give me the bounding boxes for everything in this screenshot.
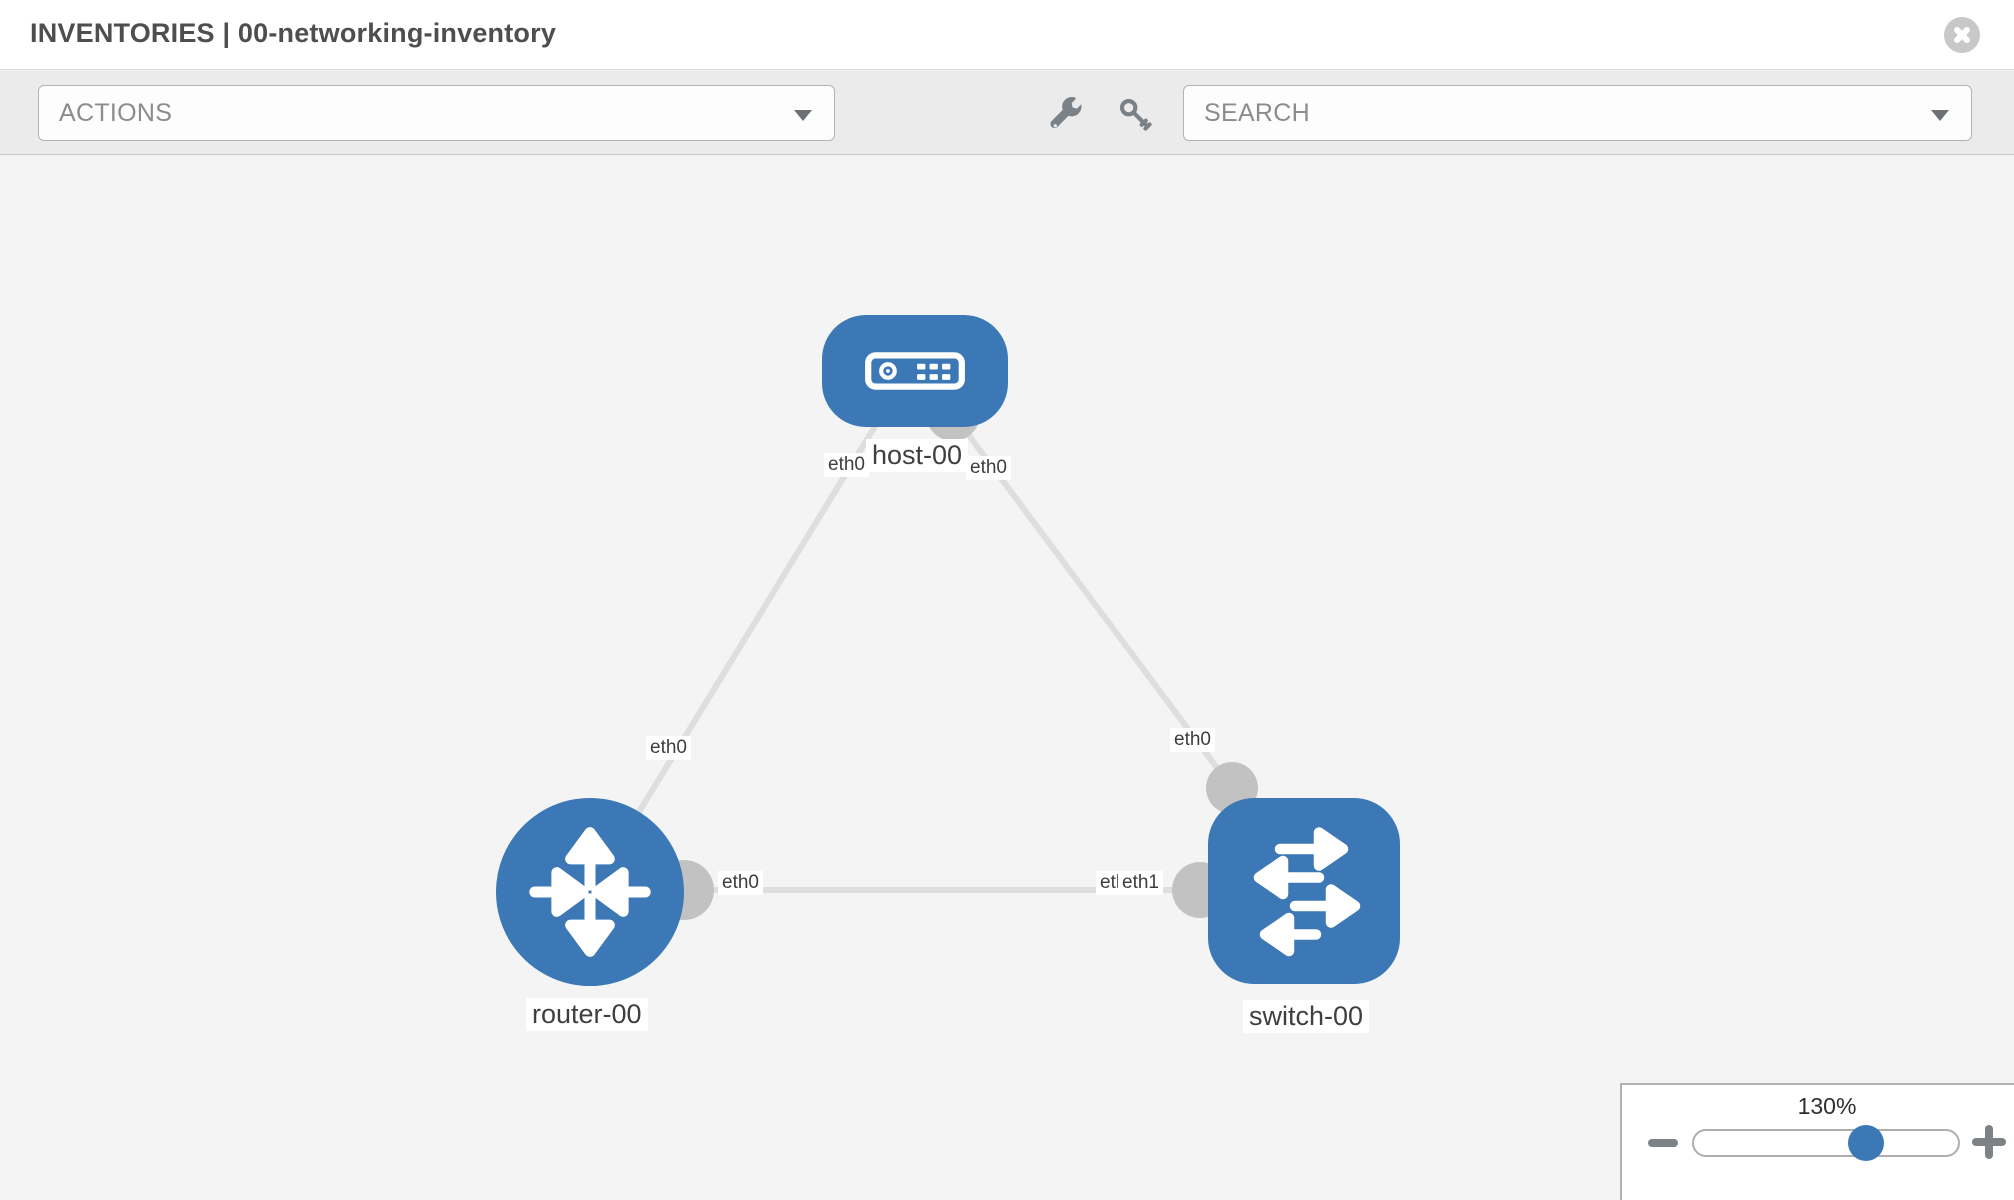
page-title: INVENTORIES | 00-networking-inventory	[30, 18, 557, 48]
zoom-in-button[interactable]	[1972, 1125, 2006, 1159]
interface-label: eth1	[1118, 871, 1163, 895]
router-icon	[529, 827, 651, 957]
interface-label: eth0	[718, 871, 763, 895]
panel-header: INVENTORIES | 00-networking-inventory	[0, 0, 2014, 70]
host-icon	[865, 352, 965, 390]
node-label: router-00	[526, 998, 648, 1031]
zoom-slider[interactable]	[1692, 1125, 1960, 1161]
toolbar: ACTIONS SEARCH	[0, 71, 2014, 155]
chevron-down-icon	[1931, 110, 1949, 121]
node-switch-00[interactable]	[1208, 798, 1400, 984]
close-icon[interactable]	[1944, 17, 1980, 53]
key-icon[interactable]	[1116, 95, 1154, 133]
wrench-icon[interactable]	[1048, 95, 1086, 133]
actions-dropdown[interactable]: ACTIONS	[38, 85, 835, 141]
switch-icon	[1253, 827, 1361, 957]
topology-canvas[interactable]: host-00 eth0 eth0 eth0 eth0 eth0 eth0 et…	[0, 156, 2014, 1200]
node-label: switch-00	[1243, 1000, 1370, 1033]
topology-links	[587, 387, 1304, 920]
interface-label: eth0	[966, 456, 1011, 480]
node-host-00[interactable]	[822, 315, 1008, 427]
actions-dropdown-label: ACTIONS	[59, 98, 173, 127]
zoom-control-panel: 130%	[1620, 1083, 2014, 1200]
zoom-level-value: 130%	[1797, 1093, 1857, 1119]
search-placeholder: SEARCH	[1204, 98, 1310, 127]
search-dropdown[interactable]: SEARCH	[1183, 85, 1972, 141]
interface-label: eth0	[646, 736, 691, 760]
zoom-out-button[interactable]	[1648, 1139, 1678, 1147]
node-router-00[interactable]	[496, 798, 684, 986]
interface-label: eth0	[824, 453, 869, 477]
node-label: host-00	[866, 439, 969, 472]
interface-label: eth0	[1170, 728, 1215, 752]
chevron-down-icon	[794, 110, 812, 121]
zoom-slider-handle[interactable]	[1848, 1125, 1884, 1161]
